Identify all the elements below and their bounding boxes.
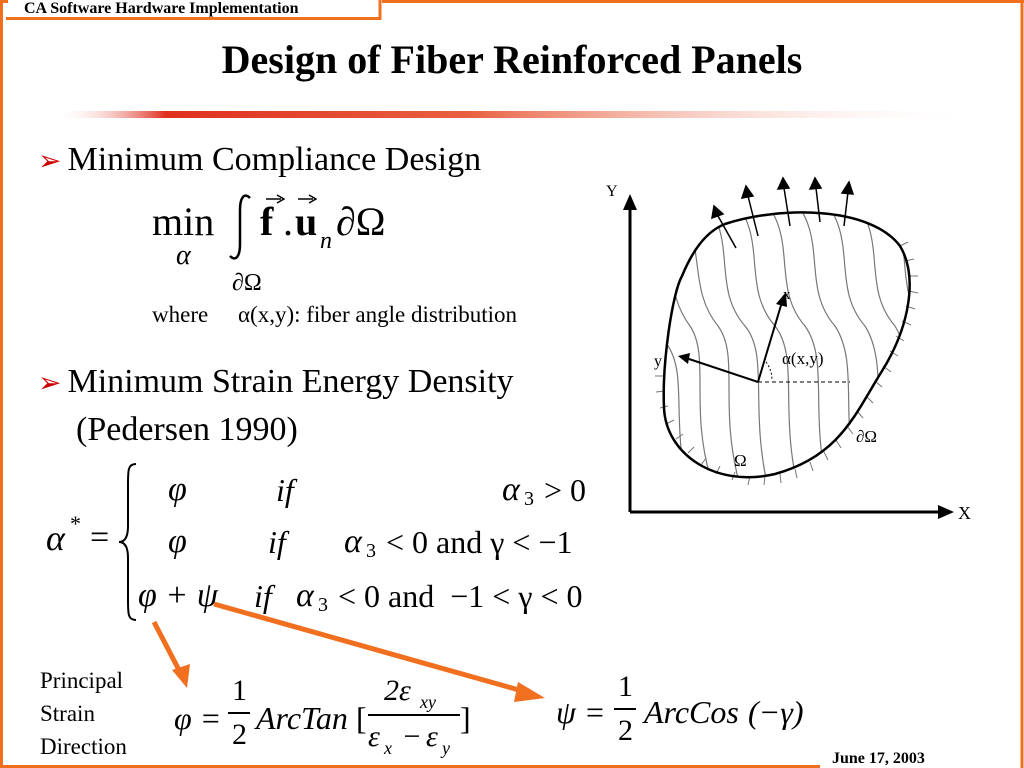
vector-u: u (295, 199, 318, 244)
panel-diagram: Y X (606, 176, 971, 523)
integral-sign-icon (229, 194, 251, 260)
phi-fraction-bar (368, 714, 460, 716)
bullet-strain-energy-text: Minimum Strain Energy Density (67, 363, 514, 400)
row-3-cond-alpha: α (296, 577, 314, 614)
vector-arrow-icon (266, 194, 285, 204)
psi-frac-bar (614, 708, 636, 710)
phi-func: ArcTan (256, 700, 348, 736)
bullet-strain-energy: ➢Minimum Strain Energy Density (38, 362, 514, 404)
header-label: CA Software Hardware Implementation (24, 0, 299, 17)
psi-func: ArcCos (644, 694, 739, 730)
phi-numerator-sub: xy (420, 692, 436, 712)
phi-den-b: ε (426, 720, 438, 753)
phi-den-a-sub: x (384, 738, 392, 758)
bullet-arrow-icon: ➢ (38, 146, 62, 177)
phi-den-op: − (396, 720, 428, 753)
phi-numerator: 2ε (384, 674, 411, 707)
row-3-cond-sub: 3 (318, 594, 328, 616)
row-2-if: if (268, 524, 286, 560)
row-1-cond-rest: > 0 (536, 472, 587, 508)
phi-frac-num: 1 (232, 674, 247, 707)
phi-frac-bar (228, 712, 250, 714)
local-axes (678, 292, 850, 383)
psi-arg: (−γ) (748, 694, 804, 730)
row-2-cond-alpha: α (344, 523, 362, 560)
row-3-cond-rest: < 0 and −1 < γ < 0 (330, 578, 583, 614)
bullet-compliance: ➢Minimum Compliance Design (38, 140, 481, 182)
row-1-value: φ (168, 471, 187, 508)
phi-den-a: ε (368, 720, 380, 753)
phi-den-b-sub: y (442, 738, 450, 758)
bullet-compliance-text: Minimum Compliance Design (67, 141, 482, 178)
omega-label: Ω (734, 451, 747, 470)
phi-frac-den: 2 (232, 718, 247, 751)
where-text: α(x,y): fiber angle distribution (238, 302, 518, 327)
arrow-to-phi-icon (151, 620, 190, 688)
phi-close-bracket: ] (460, 700, 471, 736)
row-1-cond-sub: 3 (524, 488, 534, 510)
traction-arrows-icon (711, 176, 855, 249)
bullet-strain-energy-citation: (Pedersen 1990) (76, 411, 298, 448)
axis-x-label: X (958, 503, 971, 523)
vector-arrow-icon (298, 194, 317, 204)
min-subscript: α (176, 240, 191, 271)
u-subscript: n (320, 228, 332, 254)
where-label: where (152, 302, 209, 327)
alpha-star-superscript: * (70, 511, 81, 536)
psi-frac-den: 2 (618, 714, 633, 747)
local-x-label: x (783, 287, 791, 303)
principal-label-line-3: Direction (40, 734, 127, 759)
row-3-value: φ + ψ (138, 577, 218, 614)
alpha-angle-label: α(x,y) (782, 349, 823, 368)
axis-y-label: Y (606, 183, 618, 200)
alpha-star-lhs: α (46, 518, 65, 558)
bullet-arrow-icon: ➢ (38, 368, 62, 399)
row-1-cond-alpha: α (502, 471, 520, 508)
min-operator: min (152, 199, 215, 244)
panel-outline (662, 211, 911, 479)
piecewise-equals: = (90, 519, 110, 556)
psi-lhs: ψ = (556, 694, 606, 730)
left-brace-icon (118, 463, 137, 621)
global-axes (623, 194, 954, 519)
boundary-label: ∂Ω (856, 427, 877, 446)
psi-frac-num: 1 (618, 670, 633, 703)
footer-date: June 17, 2003 (832, 750, 925, 767)
dot-operator: . (283, 199, 293, 244)
boundary-hatching (655, 241, 919, 486)
row-2-cond-rest: < 0 and γ < −1 (378, 524, 573, 560)
principal-strain-label: Principal Strain Direction (40, 664, 127, 763)
row-2-value: φ (168, 523, 187, 560)
integral-lower-limit: ∂Ω (232, 270, 262, 296)
boundary-domain: ∂Ω (336, 199, 386, 244)
local-y-label: y (654, 353, 662, 370)
row-3-if: if (254, 578, 272, 614)
arrow-to-psi-icon (213, 601, 545, 702)
phi-open-bracket: [ (356, 700, 367, 736)
row-2-cond-sub: 3 (366, 540, 376, 562)
row-1-if: if (276, 472, 294, 508)
slide-title: Design of Fiber Reinforced Panels (221, 37, 803, 82)
phi-lhs: φ = (174, 700, 222, 736)
principal-label-line-1: Principal (40, 668, 124, 693)
principal-label-line-2: Strain (40, 701, 95, 726)
vector-f: f (260, 199, 274, 244)
